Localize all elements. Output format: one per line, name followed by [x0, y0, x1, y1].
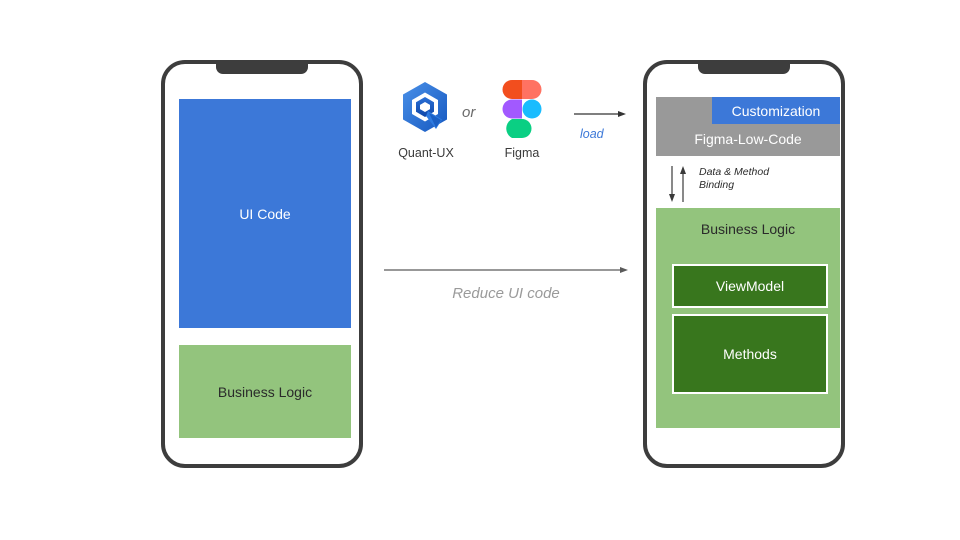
- business-logic-label-left: Business Logic: [217, 383, 313, 400]
- business-logic-label-right: Business Logic: [700, 221, 796, 237]
- quant-ux-logo-icon: [403, 82, 447, 132]
- or-label: or: [462, 104, 476, 121]
- viewmodel-block: ViewModel: [672, 264, 828, 308]
- quant-ux-tool[interactable]: Quant-UX: [390, 80, 462, 160]
- ui-code-label: UI Code: [239, 205, 291, 222]
- figma-low-code-label: Figma-Low-Code: [694, 131, 802, 147]
- figma-caption: Figma: [504, 146, 540, 160]
- data-method-binding-label: Data & Method Binding: [699, 166, 770, 191]
- phone-notch-icon: [698, 63, 790, 74]
- low-code-app-phone: Figma-Low-Code Customization Data & Meth…: [643, 60, 845, 468]
- load-arrow-right-icon: [574, 111, 626, 117]
- reduce-ui-code-arrow-right-icon: [384, 267, 628, 273]
- customization-label: Customization: [731, 102, 821, 119]
- figma-logo-icon: [502, 80, 542, 138]
- load-arrow-label: load: [580, 127, 604, 141]
- figma-tool[interactable]: Figma: [490, 80, 554, 160]
- arrow-up-icon: [680, 166, 686, 174]
- viewmodel-label: ViewModel: [715, 278, 785, 294]
- reduce-ui-code-label: Reduce UI code: [452, 285, 560, 302]
- methods-label: Methods: [723, 346, 777, 362]
- customization-block: Customization: [712, 97, 840, 124]
- binding-arrows-icon: [669, 166, 686, 202]
- phone-notch-icon: [216, 63, 308, 74]
- arrow-down-icon: [669, 194, 675, 202]
- traditional-app-phone: UI Code Business Logic: [161, 60, 363, 468]
- business-logic-block-right: Business Logic ViewModel Methods: [656, 208, 840, 428]
- ui-code-block: UI Code: [179, 99, 351, 328]
- quant-ux-caption: Quant-UX: [398, 146, 454, 160]
- business-logic-block-left: Business Logic: [179, 345, 351, 438]
- data-method-binding-group: Data & Method Binding: [667, 164, 837, 204]
- methods-block: Methods: [672, 314, 828, 394]
